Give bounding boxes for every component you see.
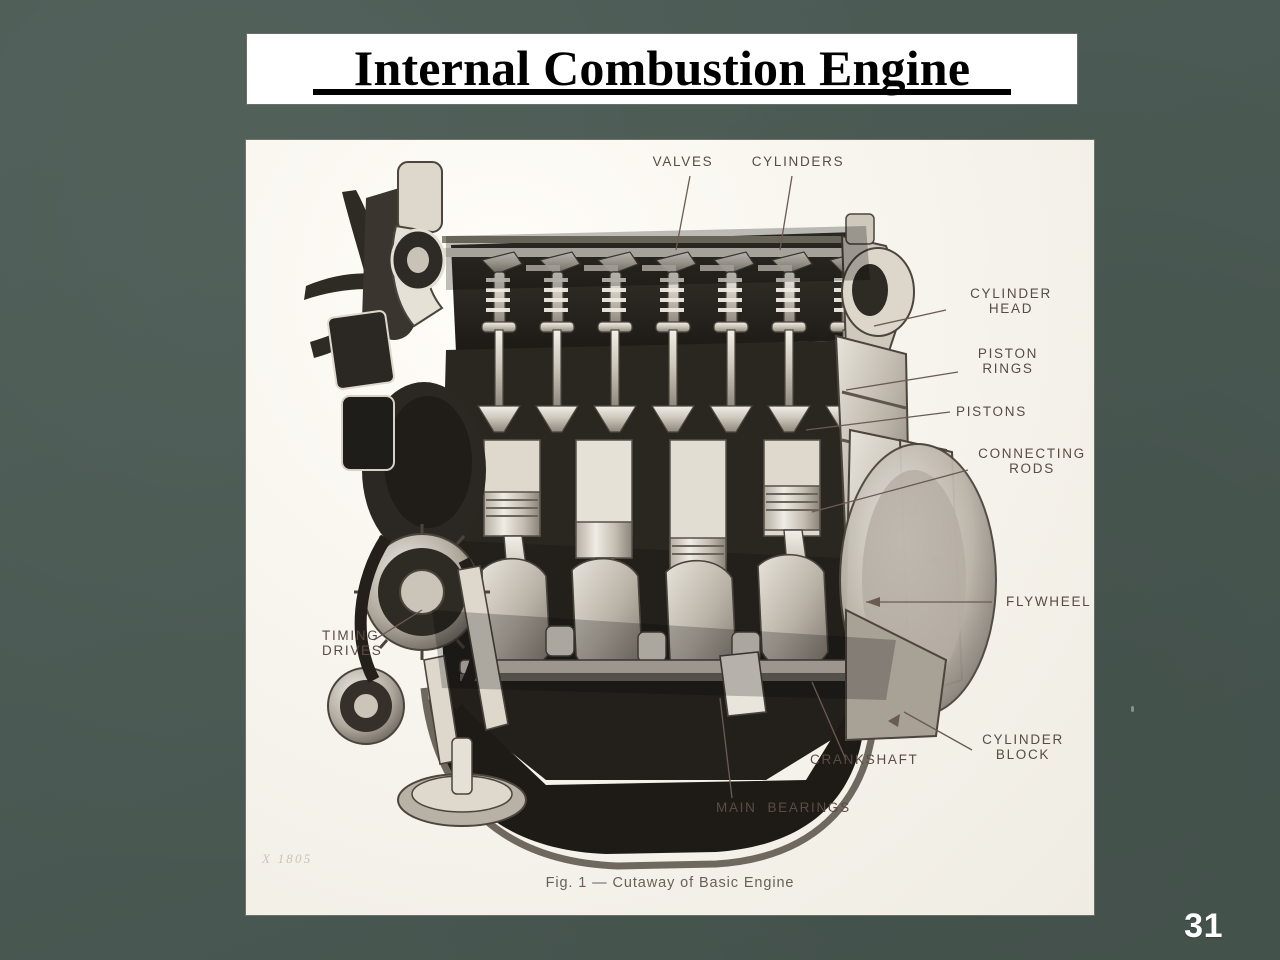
figure-archive-code: X 1805 bbox=[262, 851, 313, 866]
label-crankshaft: CRANKSHAFT bbox=[810, 752, 919, 767]
page-number: 31 bbox=[1184, 907, 1223, 945]
label-valves: VALVES bbox=[652, 154, 714, 169]
label-piston-rings: PISTON RINGS bbox=[977, 346, 1039, 376]
label-cylinders: CYLINDERS bbox=[751, 154, 845, 169]
label-leader-lines bbox=[373, 175, 992, 799]
figure-caption: Fig. 1 — Cutaway of Basic Engine bbox=[545, 875, 795, 891]
label-cylinder-head: CYLINDER HEAD bbox=[970, 286, 1052, 316]
engine-cutaway-illustration bbox=[246, 140, 1094, 915]
figure-panel: VALVES CYLINDERS CYLINDER HEAD PISTON RI… bbox=[246, 140, 1094, 915]
background-speck bbox=[1131, 706, 1134, 712]
label-main-bearings: MAIN BEARINGS bbox=[716, 800, 851, 815]
label-timing-drives: TIMING DRIVES bbox=[322, 628, 383, 658]
title-banner: Internal Combustion Engine bbox=[247, 34, 1077, 104]
label-cylinder-block: CYLINDER BLOCK bbox=[982, 732, 1064, 762]
label-connecting-rods: CONNECTING RODS bbox=[978, 446, 1086, 476]
label-pistons: PISTONS bbox=[956, 404, 1027, 419]
engine-cutaway-svg bbox=[304, 161, 997, 870]
label-flywheel: FLYWHEEL bbox=[1006, 594, 1092, 609]
page-title: Internal Combustion Engine bbox=[353, 40, 971, 96]
title-underline bbox=[313, 89, 1011, 95]
